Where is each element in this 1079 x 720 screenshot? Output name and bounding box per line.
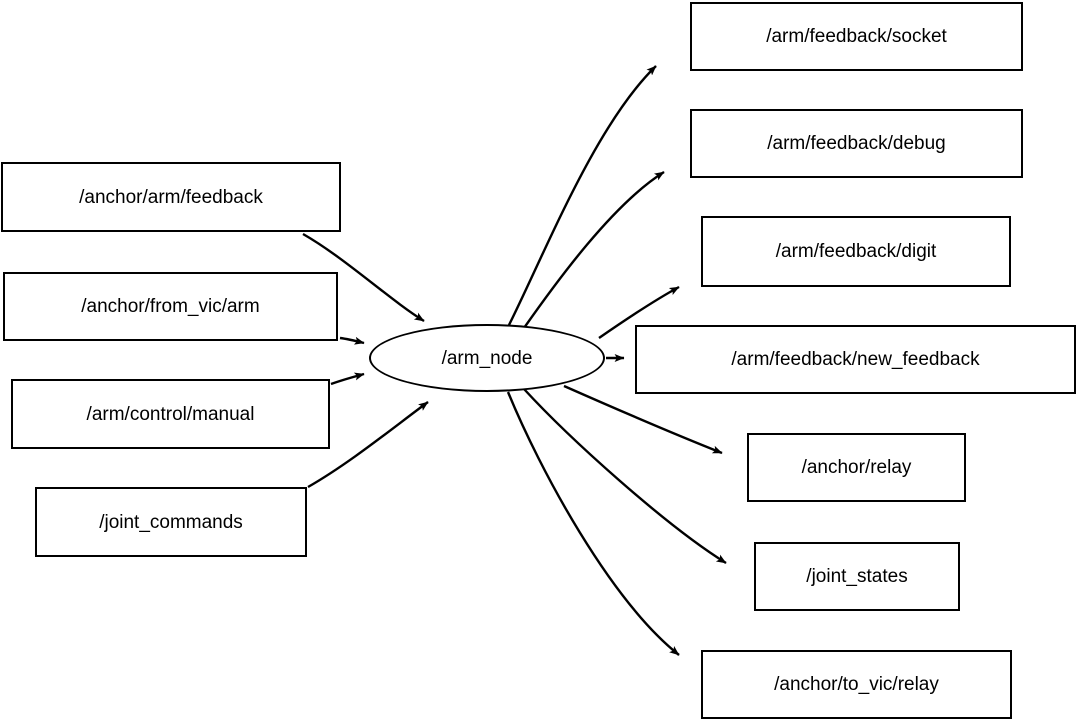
graph-node-label: /arm/feedback/debug	[767, 133, 946, 154]
graph-edge-e-out-3	[598, 285, 680, 339]
graph-edge-e-in-1	[302, 232, 425, 323]
graph-node-anchor-relay[interactable]: /anchor/relay	[747, 433, 966, 502]
graph-edge-e-out-2	[523, 170, 665, 329]
graph-edge-e-in-4	[307, 401, 429, 489]
graph-node-arm-feedback-debug[interactable]: /arm/feedback/debug	[690, 109, 1023, 178]
graph-edge-e-in-3	[330, 372, 365, 386]
graph-edges	[302, 65, 727, 656]
graph-node-joint-states[interactable]: /joint_states	[754, 542, 960, 611]
graph-node-label: /joint_states	[806, 566, 908, 587]
graph-node-arm_node[interactable]: /arm_node	[369, 324, 605, 392]
graph-node-label: /joint_commands	[99, 511, 243, 533]
graph-node-label: /arm_node	[441, 347, 533, 369]
graph-node-label: /arm/control/manual	[86, 403, 255, 425]
graph-node-label: /arm/feedback/socket	[766, 26, 947, 47]
graph-node-arm-feedback-digit[interactable]: /arm/feedback/digit	[701, 216, 1011, 287]
graph-node-arm-feedback-new-feedback[interactable]: /arm/feedback/new_feedback	[635, 325, 1076, 394]
graph-node-anchor-arm-feedback[interactable]: /anchor/arm/feedback	[1, 162, 341, 232]
graph-node-label: /anchor/relay	[801, 457, 912, 478]
graph-node-arm-control-manual[interactable]: /arm/control/manual	[11, 379, 330, 449]
graph-edge-e-out-1	[507, 65, 657, 326]
graph-node-label: /anchor/to_vic/relay	[774, 674, 939, 695]
graph-edge-e-in-2	[339, 336, 365, 345]
graph-node-label: /anchor/arm/feedback	[79, 186, 263, 208]
graph-node-anchor-to-vic-relay[interactable]: /anchor/to_vic/relay	[701, 650, 1012, 719]
graph-node-label: /anchor/from_vic/arm	[81, 296, 260, 317]
graph-edge-e-out-6	[523, 388, 727, 565]
graph-node-anchor-from-vic-arm[interactable]: /anchor/from_vic/arm	[3, 272, 338, 341]
graph-edge-e-out-7	[506, 391, 680, 656]
graph-node-label: /arm/feedback/digit	[775, 241, 937, 262]
graph-node-label: /arm/feedback/new_feedback	[731, 349, 980, 370]
graph-edge-e-out-5	[563, 384, 723, 455]
graph-node-arm-feedback-socket[interactable]: /arm/feedback/socket	[690, 2, 1023, 71]
graph-node-joint-commands[interactable]: /joint_commands	[35, 487, 307, 557]
